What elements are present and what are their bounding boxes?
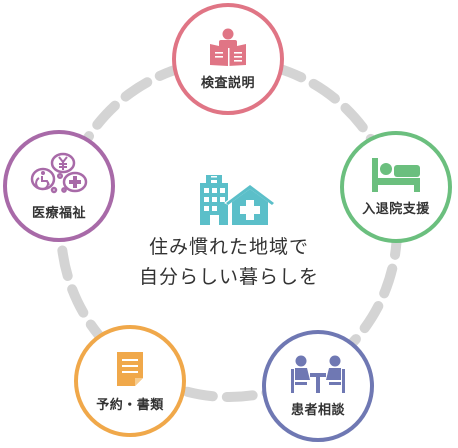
document-icon [117, 351, 143, 386]
welfare-bubbles-icon [30, 152, 88, 193]
hospital-house-icon [200, 175, 274, 225]
consultation-table-icon [291, 355, 345, 393]
node-label: 予約・書類 [96, 397, 164, 413]
node-label: 入退院支援 [362, 201, 430, 217]
doctor-explaining-icon [210, 28, 246, 66]
node-label: 医療福祉 [31, 205, 86, 221]
center-caption-line1: 住み慣れた地域で [148, 236, 309, 258]
node-medical-welfare[interactable]: 医療福祉 [3, 130, 115, 242]
center-caption: 住み慣れた地域で 自分らしい暮らしを [100, 232, 358, 292]
center-caption-line2: 自分らしい暮らしを [138, 266, 319, 288]
node-patient-consultation[interactable]: 患者相談 [262, 330, 374, 442]
hospital-bed-icon [372, 157, 420, 192]
node-label: 患者相談 [290, 402, 345, 418]
node-admission-support[interactable]: 入退院支援 [340, 131, 452, 243]
node-label: 検査説明 [200, 75, 255, 91]
node-appointment-documents[interactable]: 予約・書類 [74, 325, 186, 437]
node-exam-explanation[interactable]: 検査説明 [172, 3, 284, 115]
